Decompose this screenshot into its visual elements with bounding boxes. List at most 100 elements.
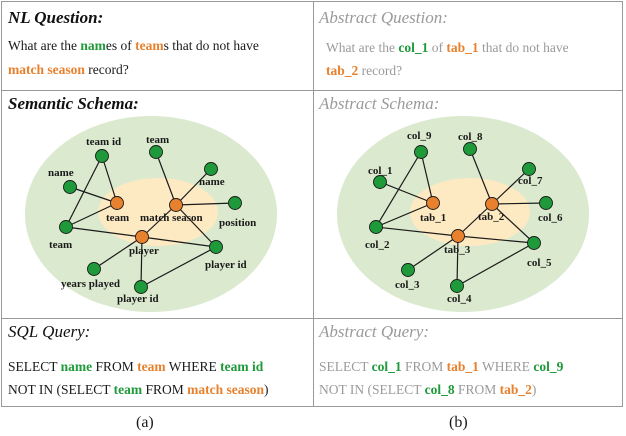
- label-col-2: col_2: [365, 239, 390, 251]
- abstract-query-line-1: SELECT col_1 FROM tab_1 WHERE col_9: [319, 355, 563, 379]
- col-1-highlight: col_1: [398, 40, 429, 55]
- edge: [491, 168, 530, 205]
- tab-2-highlight: tab_2: [326, 63, 359, 78]
- node-col-4: [450, 279, 464, 293]
- label-team-bottom: team: [49, 239, 72, 251]
- edge: [375, 226, 459, 237]
- label-team-table: team: [106, 212, 129, 224]
- text-span: e: [105, 38, 112, 53]
- tab-1-highlight: tab_1: [446, 359, 479, 374]
- label-col-4: col_4: [447, 293, 472, 305]
- text-span: SELECT: [319, 359, 372, 374]
- text-span: s of: [111, 38, 136, 53]
- node-tab-3: [451, 229, 465, 243]
- edge: [379, 181, 434, 204]
- edges: [375, 148, 547, 287]
- abstract-question-line-2: tab_2 record?: [326, 59, 402, 83]
- col-1-highlight: col_1: [371, 359, 402, 374]
- node-col-6: [539, 196, 553, 210]
- node-name-right: [204, 162, 218, 176]
- text-span: of: [428, 40, 447, 55]
- edge: [140, 246, 217, 288]
- text-span: record?: [358, 63, 403, 78]
- edge: [65, 226, 143, 238]
- edge: [469, 148, 493, 205]
- edge: [491, 203, 535, 244]
- text-span: FROM: [401, 359, 447, 374]
- edge: [375, 151, 422, 228]
- label-name-right: name: [199, 176, 225, 188]
- text-span: FROM: [454, 382, 500, 397]
- abstract-schema-heading: Abstract Schema:: [319, 94, 440, 113]
- edge: [457, 235, 535, 244]
- inner-glow: [410, 178, 530, 246]
- nl-question-line-1: What are the names of teams that do not …: [8, 34, 259, 58]
- inner-glow: [98, 178, 218, 246]
- abstract-question-heading: Abstract Question:: [319, 8, 448, 27]
- edge: [175, 204, 217, 248]
- caption-a: (a): [136, 414, 154, 431]
- label-tab-1: tab_1: [420, 212, 446, 224]
- node-col-1: [373, 175, 387, 189]
- edge: [65, 202, 118, 228]
- label-player-id-bottom: player id: [117, 293, 159, 305]
- label-col-5: col_5: [527, 257, 552, 269]
- label-col-8: col_8: [458, 131, 483, 143]
- semantic-schema-graph: team id team name name team match season…: [25, 116, 277, 312]
- node-col-5: [527, 236, 541, 250]
- edge: [420, 151, 434, 204]
- label-player-id-right: player id: [205, 259, 247, 271]
- text-span: What are the: [8, 38, 81, 53]
- text-span: WHERE: [165, 359, 221, 374]
- node-years-played: [87, 262, 101, 276]
- edge: [141, 236, 217, 248]
- row-divider-1: [2, 90, 622, 91]
- text-span: NOT IN (SELECT: [8, 382, 114, 397]
- edge: [101, 155, 118, 204]
- text-span: FROM: [92, 359, 138, 374]
- match-season-highlight: match season: [187, 382, 264, 397]
- edge: [155, 151, 177, 206]
- edge: [93, 236, 143, 270]
- edge: [140, 236, 143, 288]
- label-years-played: years played: [61, 278, 120, 290]
- edge: [456, 235, 459, 287]
- label-col-9: col_9: [407, 130, 432, 142]
- semantic-schema-heading: Semantic Schema:: [8, 94, 139, 113]
- sql-query-heading: SQL Query:: [8, 322, 91, 341]
- col-9-highlight: col_9: [533, 359, 564, 374]
- team-highlight: team: [135, 38, 164, 53]
- node-team-top: [149, 145, 163, 159]
- text-span: FROM: [142, 382, 188, 397]
- text-span: What are the: [326, 40, 399, 55]
- label-col-6: col_6: [538, 212, 563, 224]
- label-tab-3: tab_3: [444, 244, 471, 256]
- node-col-2: [369, 220, 383, 234]
- text-span: s that do not have: [163, 38, 259, 53]
- label-col-1: col_1: [368, 165, 392, 177]
- figure-grid: [1, 1, 623, 407]
- label-team-top: team: [146, 134, 169, 146]
- edge: [175, 168, 212, 206]
- edges: [65, 151, 236, 288]
- text-span: ): [531, 382, 537, 397]
- edge: [141, 204, 177, 238]
- text-span: WHERE: [478, 359, 534, 374]
- node-match-season: [169, 198, 183, 212]
- text-span: ): [264, 382, 269, 397]
- col-8-highlight: col_8: [424, 382, 455, 397]
- team-highlight: team: [113, 382, 143, 397]
- sql-query-line-2: NOT IN (SELECT team FROM match season): [8, 378, 269, 402]
- node-col-3: [401, 263, 415, 277]
- tab-2-highlight: tab_2: [499, 382, 532, 397]
- node-tab-1: [426, 196, 440, 210]
- node-position: [228, 196, 242, 210]
- node-tab-2: [485, 197, 499, 211]
- abstract-query-heading: Abstract Query:: [319, 322, 430, 341]
- label-col-3: col_3: [395, 279, 420, 291]
- abstract-schema-graph: col_9 col_8 col_1 col_7 tab_1 tab_2 col_…: [337, 116, 589, 312]
- label-position: position: [219, 217, 256, 229]
- node-team-id: [95, 149, 109, 163]
- label-match-season: match season: [140, 212, 203, 224]
- edge: [456, 242, 535, 287]
